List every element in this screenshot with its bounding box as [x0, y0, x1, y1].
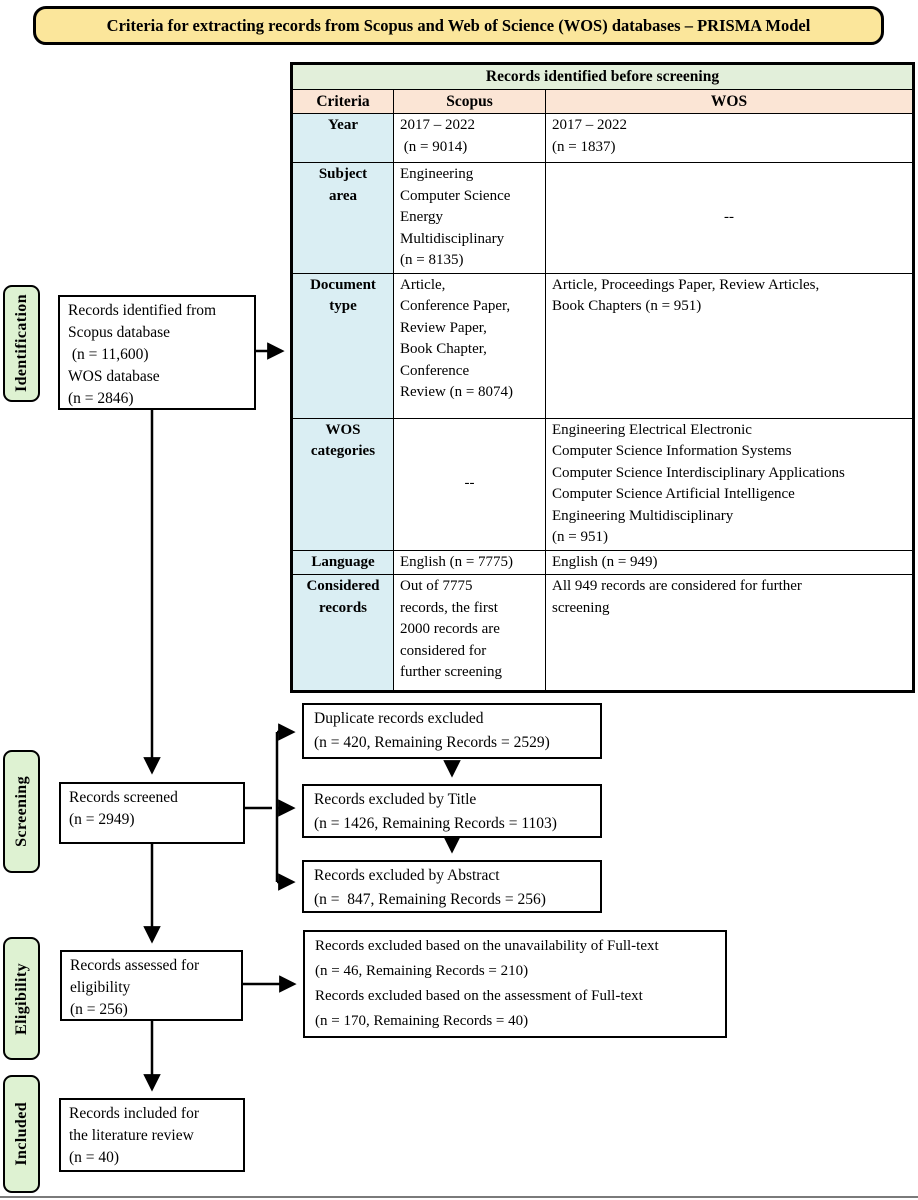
stage-label-eligibility: Eligibility	[3, 937, 40, 1060]
stage-label-included: Included	[3, 1075, 40, 1193]
cell-woscat-scopus: --	[393, 417, 546, 551]
figure-bottom-rule	[0, 1196, 918, 1198]
box-records-included: Records included for the literature revi…	[59, 1098, 245, 1172]
cell-year-wos: 2017 – 2022 (n = 1837)	[544, 113, 915, 163]
stage-label-included-text: Included	[12, 1102, 30, 1166]
stage-label-screening: Screening	[3, 750, 40, 873]
cell-year-scopus: 2017 – 2022 (n = 9014)	[393, 113, 546, 163]
box-excluded-by-abstract: Records excluded by Abstract (n = 847, R…	[302, 860, 602, 913]
criteria-table: Records identified before screening Crit…	[290, 62, 916, 693]
stage-label-screening-text: Screening	[12, 776, 30, 847]
cell-subject-scopus: Engineering Computer Science Energy Mult…	[393, 162, 546, 274]
box-records-assessed: Records assessed for eligibility (n = 25…	[60, 950, 243, 1021]
row-label-subject-area: Subject area	[291, 162, 394, 274]
cell-document-scopus: Article, Conference Paper, Review Paper,…	[393, 272, 546, 419]
row-label-considered-records: Considered records	[291, 574, 394, 692]
table-title: Records identified before screening	[290, 63, 915, 90]
box-records-screened: Records screened (n = 2949)	[59, 782, 245, 844]
cell-language-wos: English (n = 949)	[544, 549, 915, 575]
row-label-language: Language	[291, 549, 394, 575]
row-label-wos-categories: WOS categories	[291, 417, 394, 551]
column-header-scopus: Scopus	[393, 88, 546, 114]
box-excluded-duplicates: Duplicate records excluded (n = 420, Rem…	[302, 703, 602, 759]
diagram-title: Criteria for extracting records from Sco…	[33, 6, 884, 45]
row-label-document-type: Document type	[291, 272, 394, 419]
stage-label-eligibility-text: Eligibility	[12, 962, 30, 1035]
cell-considered-wos: All 949 records are considered for furth…	[544, 574, 915, 692]
column-header-wos: WOS	[544, 88, 915, 114]
stage-label-identification-text: Identification	[12, 294, 30, 393]
cell-document-wos: Article, Proceedings Paper, Review Artic…	[544, 272, 915, 419]
cell-considered-scopus: Out of 7775 records, the first 2000 reco…	[393, 574, 546, 692]
cell-woscat-wos: Engineering Electrical Electronic Comput…	[544, 417, 915, 551]
column-header-criteria: Criteria	[291, 88, 394, 114]
row-label-year: Year	[291, 113, 394, 163]
box-excluded-fulltext: Records excluded based on the unavailabi…	[303, 930, 727, 1038]
cell-language-scopus: English (n = 7775)	[393, 549, 546, 575]
stage-label-identification: Identification	[3, 285, 40, 402]
box-excluded-by-title: Records excluded by Title (n = 1426, Rem…	[302, 784, 602, 838]
box-records-identified: Records identified from Scopus database …	[58, 295, 256, 410]
cell-subject-wos: --	[544, 162, 915, 274]
